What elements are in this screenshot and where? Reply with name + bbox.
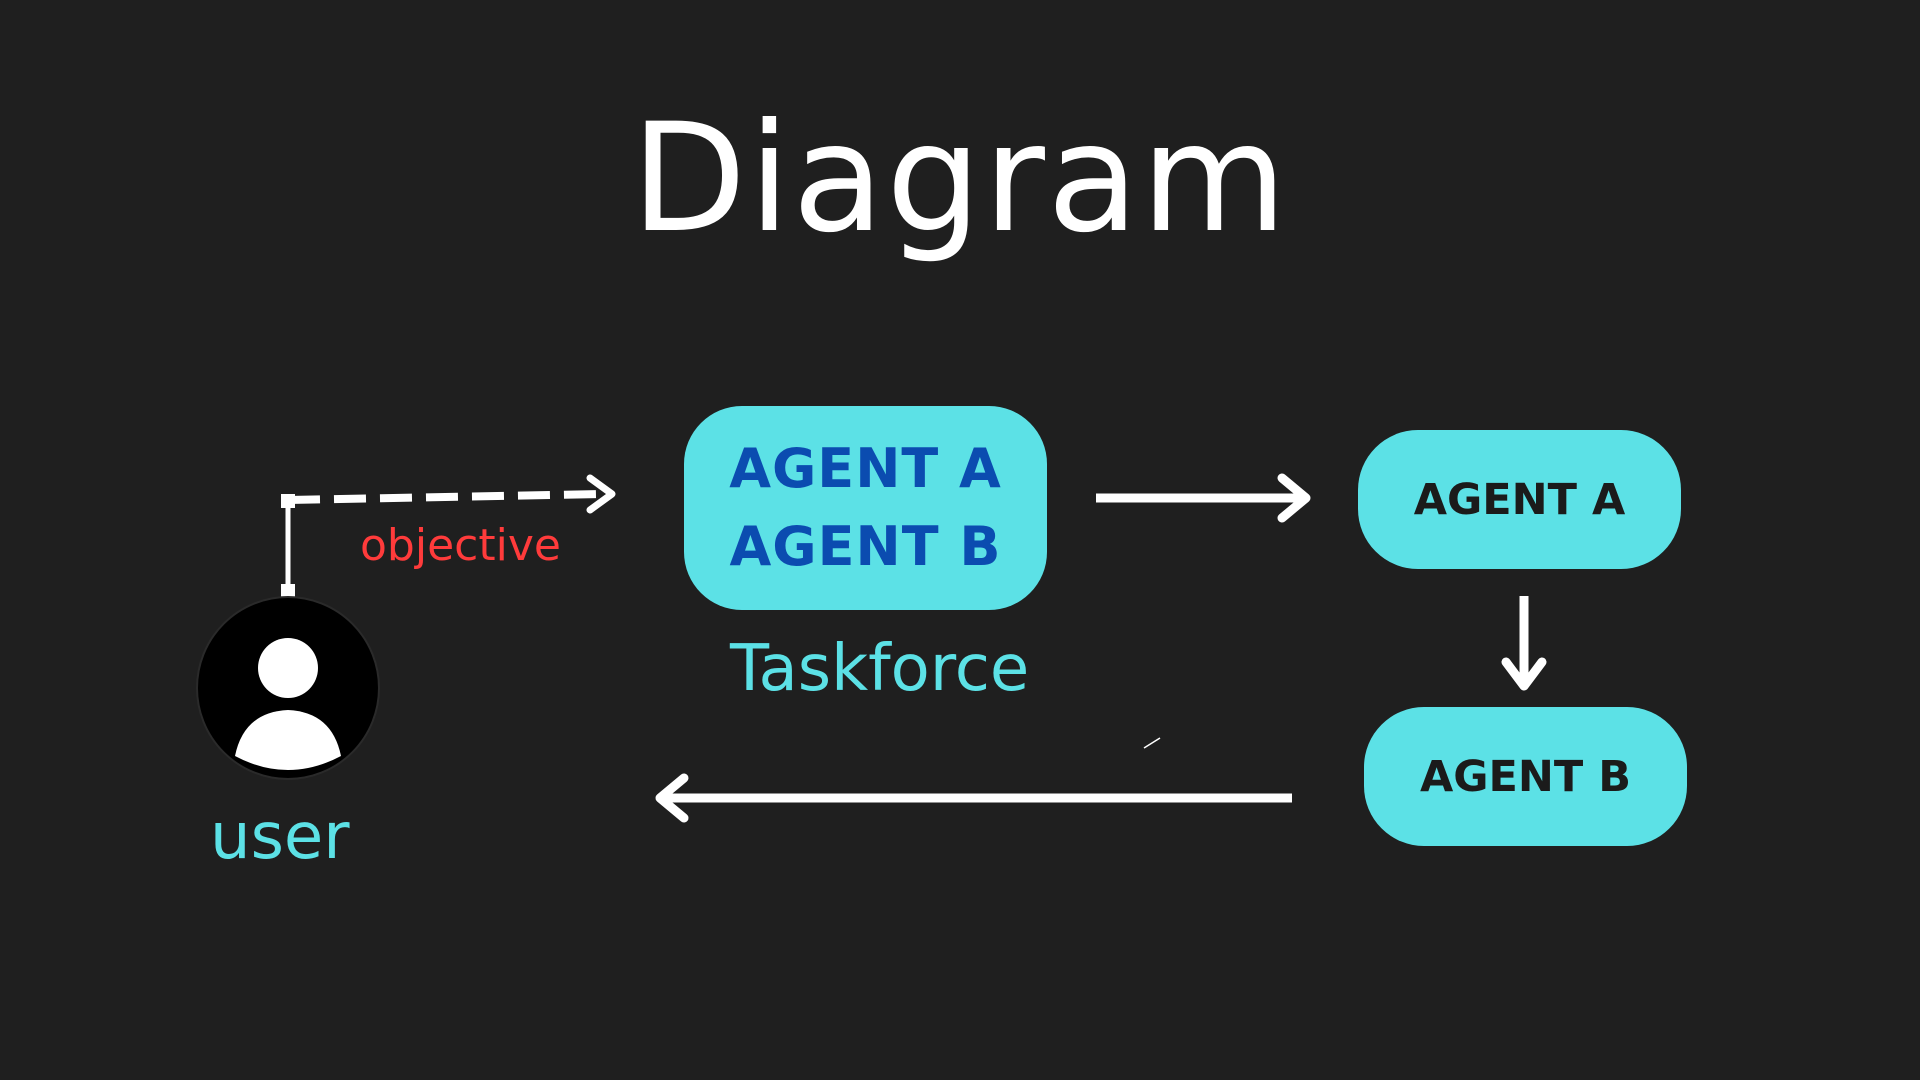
stray-mark <box>1143 737 1161 749</box>
agent-b-to-output-arrow <box>655 773 1292 823</box>
taskforce-to-agent-a-arrow <box>1096 473 1311 523</box>
agent-a-label: AGENT A <box>1413 474 1626 525</box>
objective-connector-handle-bottom <box>281 584 295 598</box>
taskforce-box[interactable]: AGENT A AGENT B <box>684 406 1047 610</box>
diagram-title: Diagram <box>630 92 1290 266</box>
user-avatar-body <box>235 710 341 770</box>
objective-connector <box>281 474 616 598</box>
taskforce-agent-b-label: AGENT B <box>729 515 1002 578</box>
objective-label: objective <box>360 520 561 571</box>
user-avatar-head <box>258 638 318 698</box>
agent-a-to-agent-b-arrow <box>1501 596 1547 691</box>
agent-a-to-agent-b-head <box>1501 657 1547 691</box>
user-caption: user <box>210 800 350 874</box>
user-avatar-icon <box>196 596 380 780</box>
agent-b-to-output-head <box>655 773 689 823</box>
taskforce-to-agent-a-head <box>1277 473 1311 523</box>
agent-a-box[interactable]: AGENT A <box>1358 430 1681 569</box>
agent-b-box[interactable]: AGENT B <box>1364 707 1687 846</box>
taskforce-agent-a-label: AGENT A <box>729 437 1002 500</box>
agent-b-label: AGENT B <box>1419 751 1631 802</box>
objective-arrowhead <box>586 474 616 514</box>
objective-dashed-arrow <box>287 490 606 504</box>
taskforce-caption: Taskforce <box>730 632 1030 706</box>
